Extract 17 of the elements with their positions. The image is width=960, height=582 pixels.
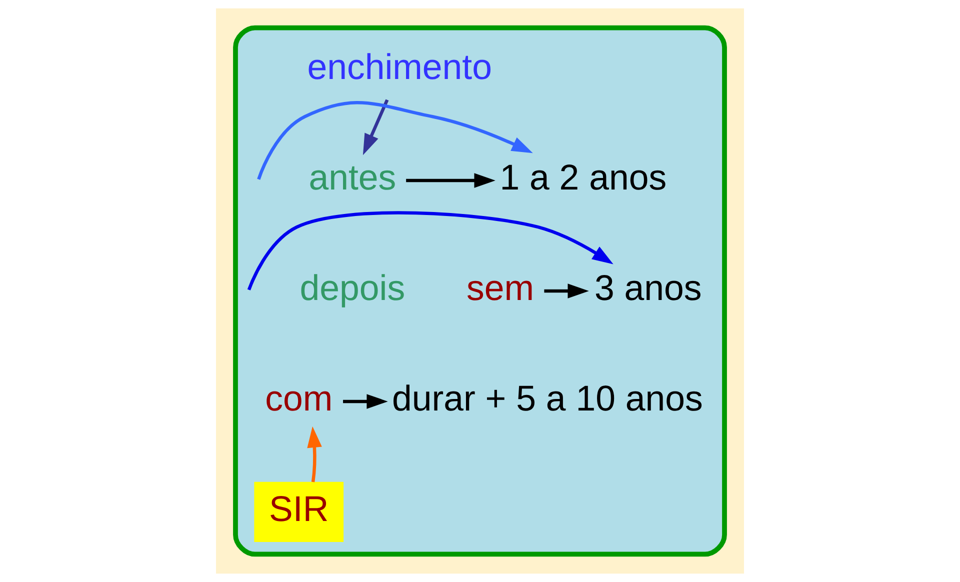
arrow [247,211,614,290]
node-text: durar + 5 a 10 anos [392,378,703,419]
node-text: depois [300,268,406,308]
arrow [362,99,389,156]
arrow [307,426,322,482]
node-box: SIR [254,482,344,542]
node-text: sem [466,268,534,308]
node-text: com [265,378,333,419]
cluster [233,25,727,557]
node-text: antes [308,158,396,198]
arrow [343,394,388,409]
node-text: 3 anos [594,268,702,308]
node-text: enchimento [307,47,492,88]
node-text: 1 a 2 anos [500,158,667,198]
arrow [544,284,589,298]
arrow [257,100,533,180]
arrow [406,173,496,188]
